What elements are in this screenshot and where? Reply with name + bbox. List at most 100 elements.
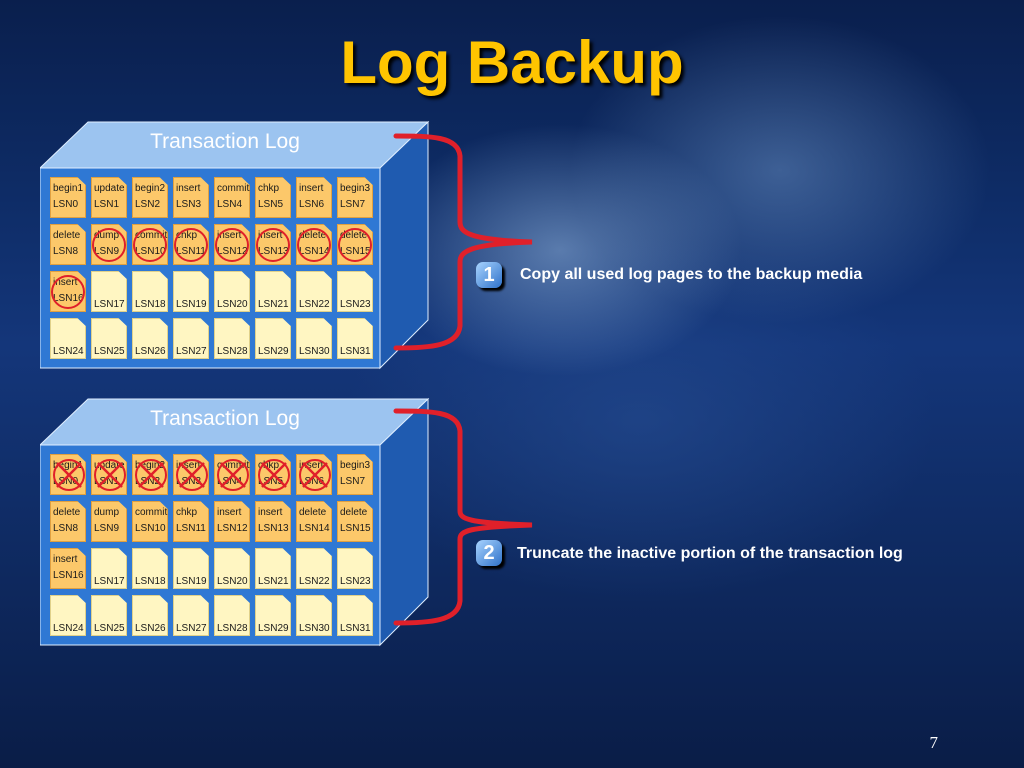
log-record-op: begin2	[135, 460, 166, 471]
log-record-op: update	[94, 183, 125, 194]
log-record-lsn: LSN24	[53, 346, 84, 357]
log-page-cell: LSN26	[132, 318, 168, 359]
log-record-op: begin1	[53, 183, 84, 194]
log-record-lsn: LSN2	[135, 476, 161, 487]
log-title: Transaction Log	[150, 407, 300, 430]
log-page-cell: LSN22	[296, 548, 332, 589]
log-record-op: delete	[53, 507, 81, 518]
log-record-lsn: LSN30	[299, 346, 330, 357]
log-record-lsn: LSN17	[94, 576, 125, 587]
log-record-lsn: LSN28	[217, 623, 248, 634]
log-record-lsn: LSN20	[217, 576, 248, 587]
log-record-lsn: LSN22	[299, 299, 330, 310]
log-record-op: insert	[217, 507, 242, 518]
log-record-lsn: LSN3	[176, 199, 202, 210]
log-record-lsn: LSN4	[217, 476, 243, 487]
log-record-op: delete	[340, 230, 368, 241]
log-record-lsn: LSN12	[217, 246, 248, 257]
log-page-cell: LSN30	[296, 318, 332, 359]
log-record-op: begin3	[340, 183, 371, 194]
log-record-lsn: LSN9	[94, 523, 120, 534]
slide-title: Log Backup	[340, 29, 684, 96]
log-record-lsn: LSN25	[94, 346, 125, 357]
log-record-lsn: LSN17	[94, 299, 125, 310]
log-page-cell: LSN18	[132, 548, 168, 589]
log-page-cell: LSN28	[214, 595, 250, 636]
log-record-lsn: LSN14	[299, 523, 330, 534]
log-record-op: insert	[176, 183, 201, 194]
log-record-op: insert	[299, 183, 324, 194]
step-2-text: Truncate the inactive portion of the tra…	[517, 545, 903, 562]
log-record-op: insert	[258, 507, 283, 518]
log-record-lsn: LSN18	[135, 299, 166, 310]
log-page-cell: LSN27	[173, 318, 209, 359]
log-record-op: commit2	[217, 460, 255, 471]
log-record-op: commit1	[135, 507, 173, 518]
log-record-lsn: LSN22	[299, 576, 330, 587]
log-record-lsn: LSN13	[258, 246, 289, 257]
log-page-cell: LSN23	[337, 548, 373, 589]
log-page-cell: LSN19	[173, 271, 209, 312]
log-record-lsn: LSN1	[94, 476, 120, 487]
log-record-lsn: LSN28	[217, 346, 248, 357]
bracket-2	[393, 408, 533, 626]
log-record-lsn: LSN3	[176, 476, 202, 487]
log-record-lsn: LSN6	[299, 199, 325, 210]
log-record-lsn: LSN10	[135, 523, 166, 534]
log-record-lsn: LSN1	[94, 199, 120, 210]
log-record-op: insert	[258, 230, 283, 241]
log-record-op: begin2	[135, 183, 166, 194]
log-record-lsn: LSN15	[340, 523, 371, 534]
log-record-op: delete	[53, 230, 81, 241]
step-1-badge: 1	[476, 262, 502, 288]
log-page-cell: LSN31	[337, 318, 373, 359]
log-page-cell: LSN20	[214, 271, 250, 312]
log-page-cell: LSN29	[255, 595, 291, 636]
log-page-cell: LSN28	[214, 318, 250, 359]
log-record-op: insert	[53, 554, 78, 565]
log-record-lsn: LSN10	[135, 246, 166, 257]
log-page-cell: LSN24	[50, 595, 86, 636]
log-title: Transaction Log	[150, 130, 300, 153]
log-record-lsn: LSN27	[176, 623, 207, 634]
log-record-lsn: LSN29	[258, 346, 289, 357]
log-record-lsn: LSN12	[217, 523, 248, 534]
log-record-lsn: LSN5	[258, 476, 284, 487]
log-record-op: delete	[340, 507, 368, 518]
log-page-cell: LSN23	[337, 271, 373, 312]
log-record-lsn: LSN16	[53, 293, 84, 304]
page-number: 7	[929, 733, 939, 752]
log-record-op: chkp	[176, 230, 198, 241]
log-record-lsn: LSN2	[135, 199, 161, 210]
log-page-cell: LSN25	[91, 595, 127, 636]
log-record-lsn: LSN14	[299, 246, 330, 257]
log-record-lsn: LSN25	[94, 623, 125, 634]
log-record-lsn: LSN26	[135, 346, 166, 357]
log-record-op: insert	[299, 460, 324, 471]
log-record-op: commit2	[217, 183, 255, 194]
log-record-lsn: LSN5	[258, 199, 284, 210]
log-record-lsn: LSN19	[176, 576, 207, 587]
log-record-op: begin3	[340, 460, 371, 471]
log-record-op: dump	[94, 507, 120, 518]
